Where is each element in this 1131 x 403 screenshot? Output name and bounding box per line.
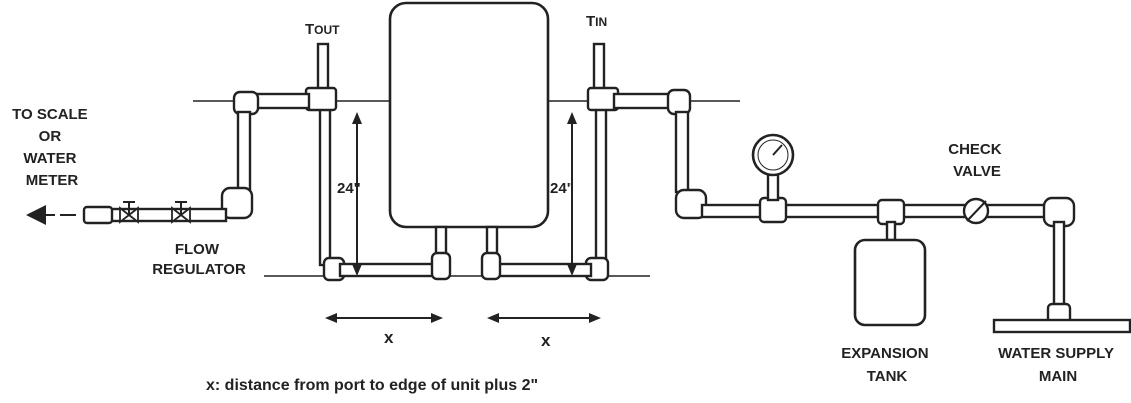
- outlet-piping: [220, 42, 452, 282]
- water-supply-label: WATER SUPPLY MAIN: [998, 345, 1118, 385]
- x-right-label: x: [541, 331, 551, 350]
- expansion-tank-label: EXPANSION TANK: [841, 345, 932, 385]
- dimension-left-label: 24": [337, 180, 361, 197]
- inlet-piping: [480, 42, 708, 282]
- water-heater-unit: [388, 1, 550, 229]
- t-in-label: TIN: [586, 13, 607, 30]
- check-valve: [962, 197, 990, 225]
- check-valve-label: CHECK VALVE: [948, 141, 1006, 180]
- to-scale-label: TO SCALE OR WATER METER: [12, 106, 92, 189]
- dimension-right-label: 24": [550, 180, 574, 197]
- flow-regulator-valves: [82, 201, 228, 225]
- x-left-label: x: [384, 328, 394, 347]
- expansion-tank: [853, 238, 927, 327]
- t-out-label: TOUT: [305, 21, 340, 38]
- pressure-gauge: [751, 133, 795, 177]
- caption: x: distance from port to edge of unit pl…: [206, 377, 538, 394]
- flow-regulator-label: FLOW REGULATOR: [152, 241, 246, 278]
